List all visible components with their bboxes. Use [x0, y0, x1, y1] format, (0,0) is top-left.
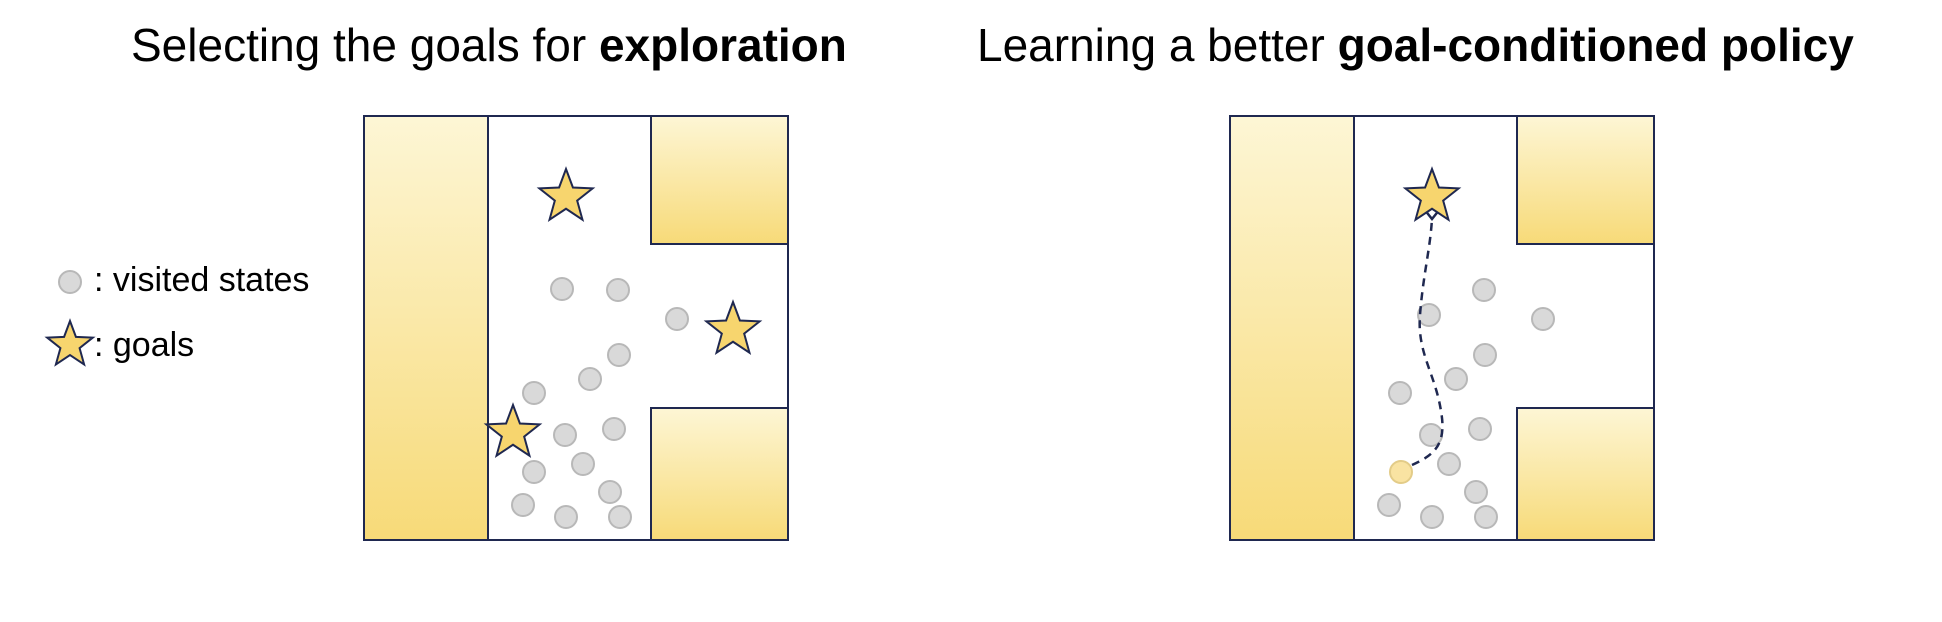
goal-star — [703, 299, 763, 355]
start-state — [1389, 460, 1413, 484]
title-goal-conditioned-policy: Learning a better goal-conditioned polic… — [977, 14, 1854, 76]
goals — [483, 166, 763, 458]
visited-state — [1437, 452, 1461, 476]
legend-visited-states: : visited states — [46, 255, 309, 305]
visited-states — [1377, 278, 1555, 529]
visited-states — [511, 277, 689, 529]
goal-star — [1402, 166, 1462, 222]
visited-state — [550, 277, 574, 301]
maze-left-wall-top-right — [650, 115, 789, 245]
visited-state — [1388, 381, 1412, 405]
visited-state — [571, 452, 595, 476]
visited-state — [607, 343, 631, 367]
visited-state — [554, 505, 578, 529]
maze-goal-conditioned-policy — [1229, 115, 1655, 541]
visited-state — [665, 307, 689, 331]
goal-star — [483, 402, 543, 458]
visited-state — [1444, 367, 1468, 391]
legend-goals-label: : goals — [94, 325, 195, 364]
visited-state — [553, 423, 577, 447]
visited-state — [1474, 505, 1498, 529]
visited-state — [1417, 303, 1441, 327]
visited-state — [522, 460, 546, 484]
legend-visited-label: : visited states — [94, 260, 310, 299]
gray-circle-icon — [46, 256, 94, 304]
policy-trajectory — [1411, 216, 1444, 467]
visited-state — [1472, 278, 1496, 302]
title-exploration-prefix: Selecting the goals for — [131, 19, 599, 71]
maze-left-wall-bottom-right — [650, 407, 789, 541]
visited-state — [606, 278, 630, 302]
maze-right-wall-bottom-right — [1516, 407, 1655, 541]
title-exploration: Selecting the goals for exploration — [131, 14, 847, 76]
visited-state — [1420, 505, 1444, 529]
visited-state — [598, 480, 622, 504]
maze-right-wall-top-right — [1516, 115, 1655, 245]
title-policy-prefix: Learning a better — [977, 19, 1338, 71]
visited-state — [1473, 343, 1497, 367]
visited-state — [511, 493, 535, 517]
star-icon — [44, 318, 96, 369]
maze-left-wall-left — [363, 115, 489, 541]
visited-state — [578, 367, 602, 391]
visited-state — [1464, 480, 1488, 504]
maze-right-wall-left — [1229, 115, 1355, 541]
goal-star — [536, 166, 596, 222]
visited-state — [1377, 493, 1401, 517]
visited-state — [602, 417, 626, 441]
maze-exploration — [363, 115, 789, 541]
visited-state — [1531, 307, 1555, 331]
title-policy-bold: goal-conditioned policy — [1337, 19, 1854, 71]
legend-goals: : goals — [44, 318, 195, 370]
visited-state — [1468, 417, 1492, 441]
visited-state — [608, 505, 632, 529]
title-exploration-bold: exploration — [598, 19, 847, 71]
visited-state — [522, 381, 546, 405]
